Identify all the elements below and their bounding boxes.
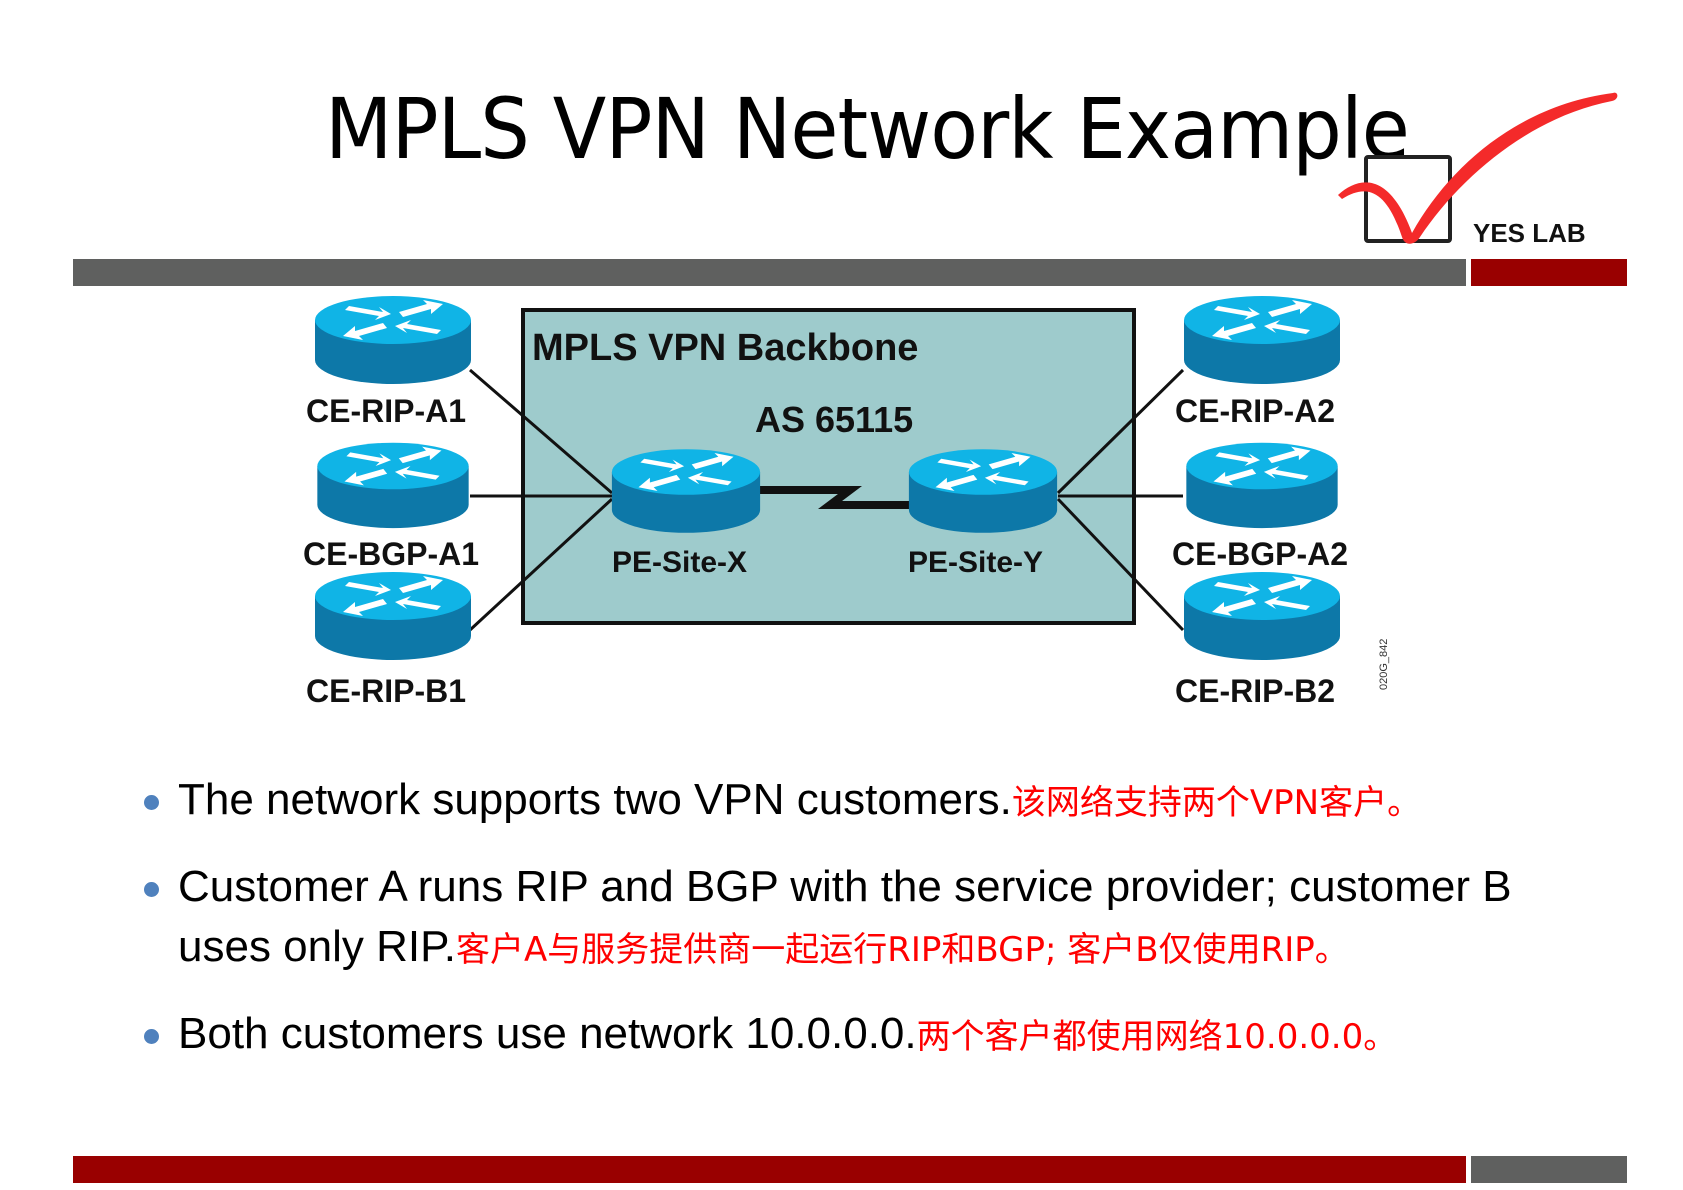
figure-id: 020G_842	[1378, 638, 1390, 690]
as-label: AS 65115	[755, 399, 913, 440]
logo-text: YES LAB	[1473, 218, 1586, 248]
router-ce-rip-b1	[315, 572, 471, 660]
router-ce-bgp-a1	[317, 442, 469, 529]
bullet-zh: 该网络支持两个VPN客户。	[1011, 783, 1422, 823]
bottom-gray-bar	[1471, 1156, 1627, 1183]
serial-link	[760, 486, 910, 509]
bullet-en: The network supports two VPN customers.	[178, 775, 1012, 824]
yes-lab-logo	[1338, 92, 1618, 244]
bullet-item: The network supports two VPN customers.该…	[140, 770, 1640, 833]
pe-y-label: PE-Site-Y	[908, 546, 1043, 579]
bullet-zh: 客户A与服务提供商一起运行RIP和BGP; 客户B仅使用RIP。	[456, 930, 1349, 970]
router-ce-rip-a2	[1184, 296, 1340, 384]
router-pe-x	[611, 449, 761, 533]
link-ce-rip-b2	[1056, 497, 1185, 632]
backbone-title: MPLS VPN Backbone	[532, 327, 918, 369]
link-ce-rip-a1	[469, 368, 613, 495]
bullet-en: Customer A runs RIP and BGP with the ser…	[178, 862, 1512, 971]
bullet-item: Customer A runs RIP and BGP with the ser…	[140, 857, 1518, 980]
ce-rip-b1-label: CE-RIP-B1	[306, 673, 466, 709]
link-ce-rip-a2	[1056, 368, 1185, 495]
ce-rip-a2-label: CE-RIP-A2	[1175, 393, 1335, 429]
bullet-item: Both customers use network 10.0.0.0.两个客户…	[140, 1004, 1640, 1067]
top-red-bar	[1471, 259, 1627, 286]
ce-bgp-a1-label: CE-BGP-A1	[303, 536, 479, 572]
bullet-list: The network supports two VPN customers.该…	[140, 770, 1640, 1091]
ce-bgp-a2-label: CE-BGP-A2	[1172, 536, 1348, 572]
router-pe-y	[908, 449, 1058, 533]
ce-rip-b2-label: CE-RIP-B2	[1175, 673, 1335, 709]
router-ce-rip-b2	[1184, 572, 1340, 660]
bottom-red-bar	[73, 1156, 1466, 1183]
bullet-dot-icon	[144, 795, 159, 810]
pe-x-label: PE-Site-X	[612, 546, 747, 579]
bullet-dot-icon	[144, 1029, 159, 1044]
slide-title: MPLS VPN Network Example	[325, 80, 1410, 178]
bullet-dot-icon	[144, 882, 159, 897]
network-diagram: MPLS VPN Backbone AS 65115 PE-Site-X PE-…	[303, 296, 1348, 709]
link-ce-rip-b1	[468, 497, 614, 632]
bullet-zh: 两个客户都使用网络10.0.0.0。	[916, 1017, 1398, 1057]
checkmark-icon	[1338, 92, 1618, 244]
bullet-en: Both customers use network 10.0.0.0.	[178, 1009, 917, 1058]
ce-rip-a1-label: CE-RIP-A1	[306, 393, 466, 429]
router-ce-rip-a1	[315, 296, 471, 384]
router-ce-bgp-a2	[1186, 442, 1338, 529]
top-gray-bar	[73, 259, 1466, 286]
